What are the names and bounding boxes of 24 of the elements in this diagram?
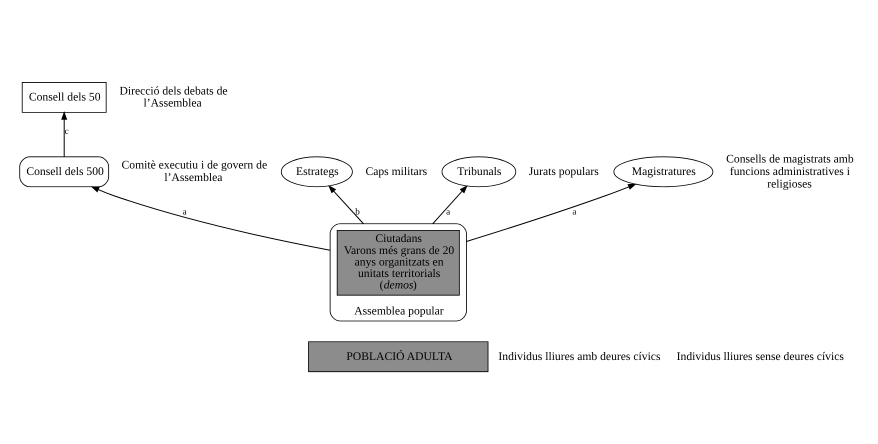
arrow (432, 184, 468, 224)
arrow (328, 184, 364, 224)
node-label: Comitè executiu i de govern de l’Assemblea (122, 158, 268, 184)
node-label: Jurats populars (528, 164, 599, 178)
node-box: Consell dels 50 (22, 82, 107, 112)
node-label: Consells de magistrats amb funcions administratives i religioses (726, 152, 854, 190)
node-box: Consell dels 500 (19, 156, 110, 187)
arrow (90, 186, 331, 250)
label: Individus lliures sense deures cívics (676, 349, 844, 362)
edge-label: c (64, 125, 69, 136)
arrow (61, 110, 68, 157)
edge-label: b (355, 206, 360, 216)
node-label: Direcció dels debats de l’Assemblea (119, 84, 228, 110)
node-label: Caps militars (365, 164, 428, 178)
arrow (466, 183, 637, 242)
label: Individus lliures amb deures cívics (498, 349, 660, 362)
node-box: POBLACIÓ ADULTA (308, 340, 488, 372)
node-ellipse: Magistratures (613, 156, 714, 187)
node-ellipse: Estrategs (280, 156, 353, 187)
edge-label: a (446, 206, 450, 216)
edge-label: a (572, 206, 576, 216)
edge-label: a (182, 206, 187, 216)
node-ellipse: Tribunals (442, 156, 516, 187)
node-box: Ciutadans Varons més grans de 20 anys organitzats en unitats territorials (demos) (336, 229, 460, 296)
